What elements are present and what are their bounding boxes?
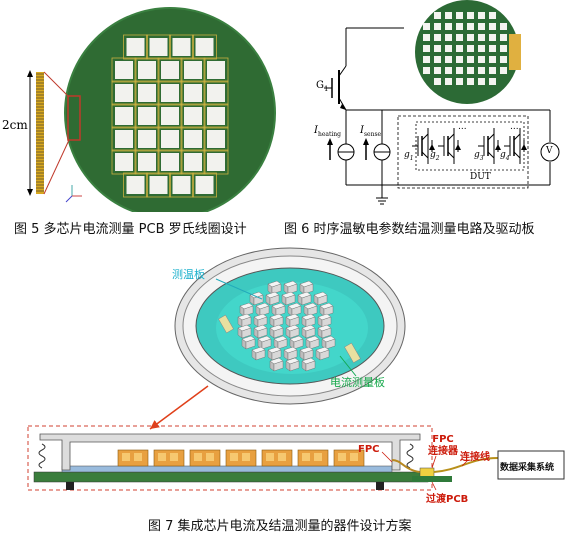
figure-6: G1 Iheating Isense g1 g2 g3 g4 ... ... D… [284, 0, 571, 212]
fig6-label-i-sense: Isense [360, 125, 382, 138]
fig6-circuit-diagram [324, 0, 560, 205]
fig6-driver-board-image [415, 0, 521, 104]
fig6-label-g1: G1 [316, 80, 329, 93]
fig6-label-gate-2: g2 [430, 150, 440, 162]
fig6-voltmeter-label: V [546, 146, 553, 156]
fig7-label-fpc-connector: FPC 连接器 [428, 434, 458, 458]
fig7-caption: 图 7 集成芯片电流及结温测量的器件设计方案 [148, 519, 412, 534]
fig5-scale-label: 2cm [2, 118, 28, 132]
figure-7: 测温板 电流测量板 FPC FPC 连接器 连接线 过渡PCB 数据采集系统 [0, 244, 571, 509]
fig6-label-gate-3: g3 [474, 150, 484, 162]
fig7-label-fpc: FPC [358, 444, 380, 455]
fig7-label-cable: 连接线 [460, 452, 490, 463]
fig5-pcb-rogowski-image [0, 0, 280, 219]
fig6-label-dots-2: ... [510, 122, 519, 132]
fig7-label-daq: 数据采集系统 [500, 463, 555, 473]
fig6-label-gate-4: g4 [500, 150, 510, 162]
fig6-caption: 图 6 时序温敏电参数结温测量电路及驱动板 [284, 222, 535, 237]
fig6-label-gate-1: g1 [404, 150, 414, 162]
fig7-label-fpc-connector-top: FPC [432, 434, 454, 445]
fig7-label-current-board: 电流测量板 [330, 376, 385, 389]
figure-5: 2cm [0, 0, 280, 219]
fig6-label-i-heating: Iheating [314, 125, 341, 138]
fig7-label-temp-board: 测温板 [172, 268, 205, 281]
fig5-caption: 图 5 多芯片电流测量 PCB 罗氏线圈设计 [14, 222, 247, 237]
fig7-device-design-image [27, 247, 565, 491]
fig6-label-dut: DUT [470, 172, 491, 182]
fig7-label-adapter-pcb: 过渡PCB [426, 494, 469, 505]
fig7-label-fpc-connector-bottom: 连接器 [428, 446, 458, 457]
fig6-label-dots-1: ... [458, 122, 467, 132]
